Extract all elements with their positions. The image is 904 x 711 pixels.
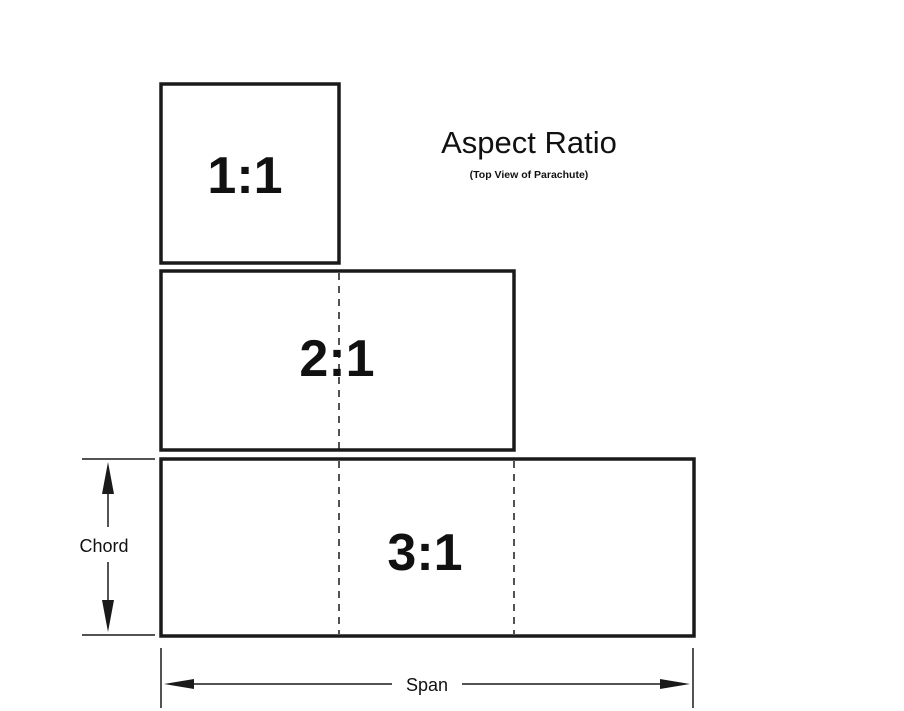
diagram-subtitle: (Top View of Parachute) [470, 169, 589, 181]
diagram-title: Aspect Ratio [441, 125, 617, 160]
ratio-3-1-label: 3:1 [387, 524, 462, 582]
chord-arrow-up-icon [102, 462, 114, 494]
ratio-3-1-box [159, 457, 696, 638]
ratio-1-1-box [159, 82, 341, 265]
chord-label: Chord [79, 536, 128, 556]
span-arrow-right-icon [660, 679, 690, 689]
ratio-2-1-box [159, 269, 516, 452]
ratio-1-1-label: 1:1 [207, 147, 282, 205]
span-arrow-left-icon [164, 679, 194, 689]
ratio-2-1-label: 2:1 [299, 330, 374, 388]
span-label: Span [406, 675, 448, 695]
chord-arrow-down-icon [102, 600, 114, 632]
